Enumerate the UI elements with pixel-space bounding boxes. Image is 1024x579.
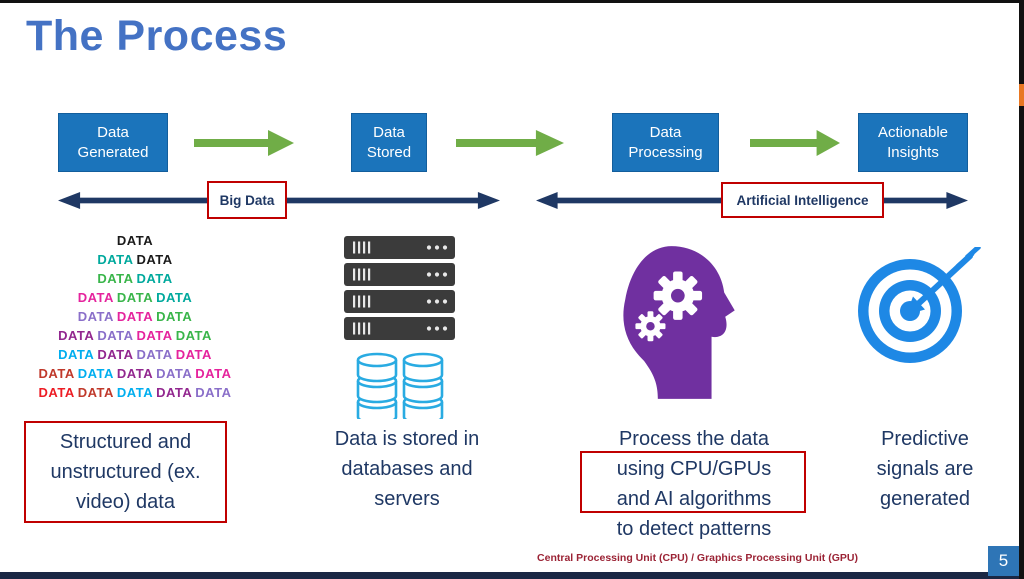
pyramid-word: DATA <box>77 309 114 324</box>
page-number: 5 <box>988 546 1019 576</box>
flow-arrow-icon <box>750 130 840 156</box>
step-label-line: Actionable <box>877 123 949 141</box>
caption-process-data: Process the data using CPU/GPUs and AI a… <box>583 424 805 544</box>
caption-line: generated <box>879 488 971 510</box>
footnote: Central Processing Unit (CPU) / Graphics… <box>537 552 858 564</box>
pyramid-word: DATA <box>136 328 173 343</box>
step-label-line: Processing <box>628 143 703 161</box>
step-label-line: Generated <box>77 143 149 161</box>
caption-line: and AI algorithms <box>616 488 772 510</box>
pyramid-word: DATA <box>175 347 212 362</box>
pyramid-word: DATA <box>156 290 193 305</box>
right-edge-accent <box>1019 84 1024 106</box>
pyramid-word: DATA <box>38 385 75 400</box>
pyramid-word: DATA <box>58 347 95 362</box>
caption-line: signals are <box>876 458 974 480</box>
page-number-text: 5 <box>998 551 1009 570</box>
dart-icon <box>906 247 981 315</box>
pyramid-word: DATA <box>116 233 154 248</box>
target-arrow-icon <box>858 247 981 363</box>
artificial-intelligence-label: Artificial Intelligence <box>721 182 884 218</box>
pyramid-word: DATA <box>195 385 232 400</box>
step-data-generated: Data Generated <box>58 113 168 172</box>
flow-arrow-icon <box>194 130 294 156</box>
pyramid-word: DATA <box>136 347 173 362</box>
caption-line: using CPU/GPUs <box>616 458 772 480</box>
big-data-label: Big Data <box>207 181 287 219</box>
head-silhouette <box>623 246 735 399</box>
right-border <box>1019 0 1024 579</box>
pyramid-word: DATA <box>116 290 154 305</box>
pyramid-word: DATA <box>116 366 154 381</box>
step-actionable-insights: Actionable Insights <box>858 113 968 172</box>
pyramid-word: DATA <box>58 328 95 343</box>
gear-icon <box>653 271 703 320</box>
step-label-line: Insights <box>887 143 939 161</box>
caption-line: Structured and <box>59 431 192 453</box>
step-data-stored: Data Stored <box>351 113 427 172</box>
pyramid-row: DATA <box>117 231 153 250</box>
ai-head-gears-icon <box>623 246 735 399</box>
servers-databases-icon <box>344 236 455 419</box>
top-border <box>0 0 1024 3</box>
caption-line: video) data <box>76 491 175 513</box>
pyramid-word: DATA <box>97 347 134 362</box>
pyramid-word: DATA <box>116 309 154 324</box>
caption-line: to detect patterns <box>616 518 772 540</box>
pyramid-word: DATA <box>175 328 212 343</box>
gear-icon <box>635 311 666 342</box>
step-data-processing: Data Processing <box>612 113 719 172</box>
pyramid-word: DATA <box>77 290 114 305</box>
pyramid-word: DATA <box>97 252 134 267</box>
pyramid-word: DATA <box>116 385 154 400</box>
pyramid-word: DATA <box>97 328 134 343</box>
pyramid-word: DATA <box>136 271 173 286</box>
bottom-border <box>0 572 1024 579</box>
pyramid-word: DATA <box>38 366 75 381</box>
ai-label-text: Artificial Intelligence <box>736 192 869 208</box>
pyramid-word: DATA <box>156 385 193 400</box>
caption-predictive-signals: Predictive signals are generated <box>852 424 998 514</box>
step-label-line: Data <box>97 123 129 141</box>
pyramid-word: DATA <box>77 385 114 400</box>
big-data-label-text: Big Data <box>219 192 275 208</box>
database-cylinders <box>356 352 444 419</box>
caption-line: servers <box>374 488 440 510</box>
pyramid-word: DATA <box>77 366 114 381</box>
caption-data-stored: Data is stored in databases and servers <box>314 424 500 514</box>
caption-line: Predictive <box>881 428 969 450</box>
caption-line: databases and <box>341 458 473 480</box>
step-label-line: Data <box>373 123 405 141</box>
caption-line: Process the data <box>618 428 770 450</box>
pyramid-word: DATA <box>195 366 232 381</box>
pyramid-word: DATA <box>156 309 193 324</box>
caption-line: Data is stored in <box>334 428 480 450</box>
caption-structured-data: Structured and unstructured (ex. video) … <box>24 421 227 523</box>
flow-arrow-icon <box>456 130 564 156</box>
pyramid-word: DATA <box>156 366 193 381</box>
step-label-line: Data <box>649 123 682 141</box>
caption-line: unstructured (ex. <box>50 461 201 483</box>
step-label-line: Stored <box>366 143 412 161</box>
server-rack <box>344 236 455 340</box>
pyramid-word: DATA <box>97 271 134 286</box>
slide-title: The Process <box>26 12 288 60</box>
pyramid-word: DATA <box>136 252 173 267</box>
